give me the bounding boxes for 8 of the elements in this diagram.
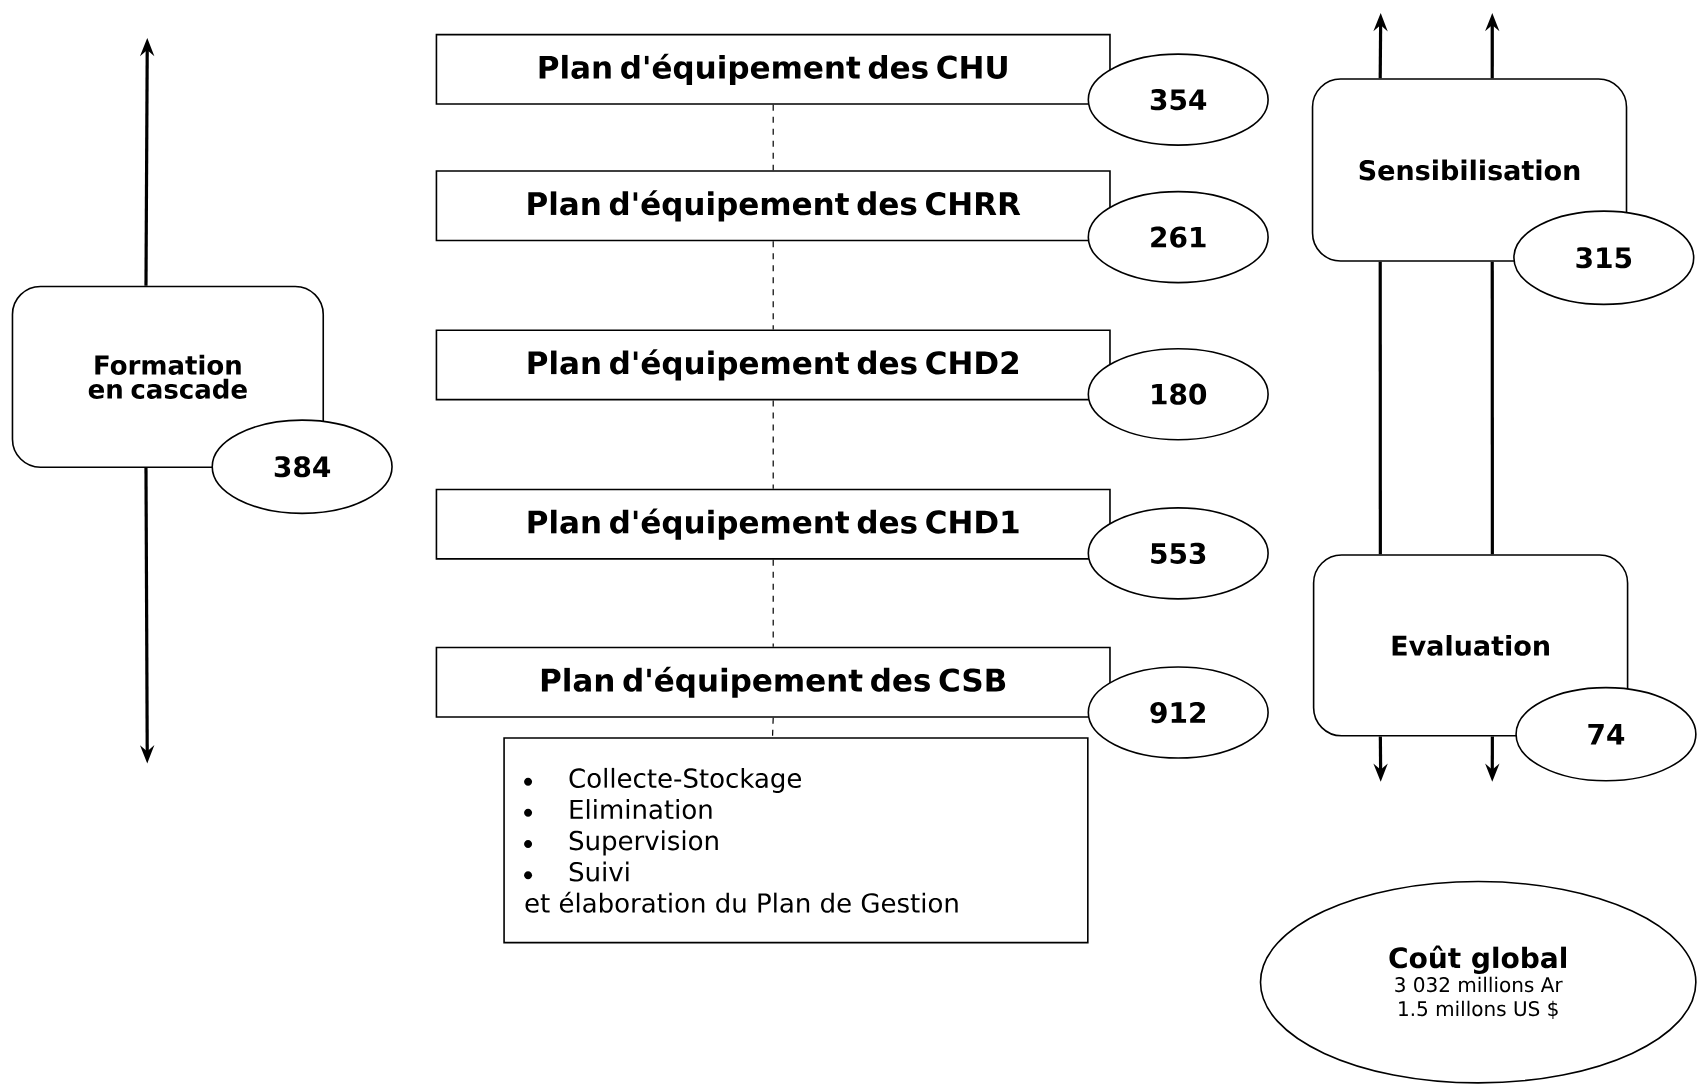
dashed-line	[771, 717, 774, 738]
dashed-line	[772, 240, 774, 331]
connector-line	[1378, 261, 1382, 555]
connector-line	[1490, 261, 1494, 555]
dashed-line	[772, 559, 774, 648]
dashed-line	[772, 399, 774, 490]
activity-list-box: Collecte-Stockage Elimination Supervision Suivi et élaboration du Plan de Gestion	[503, 737, 1089, 944]
dashed-line	[772, 104, 774, 171]
